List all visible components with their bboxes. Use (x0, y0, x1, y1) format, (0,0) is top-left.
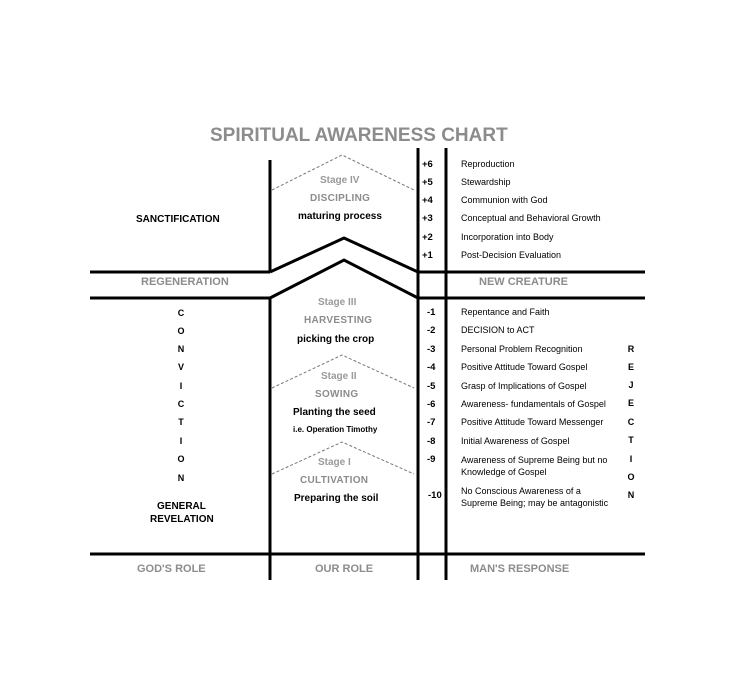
scale-item: Awareness of Supreme Being but no (461, 455, 608, 465)
rejection-letter: R (627, 344, 635, 354)
stage-ii-note: i.e. Operation Timothy (293, 425, 378, 434)
new-creature-label: NEW CREATURE (479, 276, 569, 288)
scale-item: Post-Decision Evaluation (461, 250, 562, 260)
stage-iii-label: Stage III (318, 297, 357, 308)
conviction-letter: I (179, 436, 183, 446)
rejection-letter: E (627, 362, 634, 372)
conviction-letter: T (178, 417, 184, 427)
scale-item: Knowledge of Gospel (461, 467, 547, 477)
stage-i-desc: Preparing the soil (294, 493, 379, 504)
rejection-letter: T (628, 435, 634, 445)
footer-gods-role: GOD'S ROLE (137, 563, 206, 575)
scale-item: Initial Awareness of Gospel (461, 436, 570, 446)
conviction-letter: I (179, 381, 183, 391)
rejection-letter: O (627, 472, 635, 482)
scale-number: -9 (427, 454, 436, 465)
stage-iv-label: Stage IV (320, 175, 360, 186)
footer-mans-response: MAN'S RESPONSE (470, 563, 570, 575)
stage-ii-label: Stage II (321, 371, 357, 382)
conviction-letter: C (177, 308, 185, 318)
scale-number: -1 (427, 307, 436, 318)
scale-number: -7 (427, 417, 436, 428)
scale-number: +1 (422, 250, 433, 261)
conviction-letter: O (177, 326, 185, 336)
scale-number: +2 (422, 232, 433, 243)
stage-i-name: CULTIVATION (300, 475, 369, 486)
stage-iv-name: DISCIPLING (310, 193, 371, 204)
rejection-letter: J (628, 380, 634, 390)
scale-number: +5 (422, 177, 433, 188)
scale-number: -6 (427, 399, 436, 410)
scale-item: Repentance and Faith (461, 307, 550, 317)
scale-number: -2 (427, 325, 436, 336)
scale-item: No Conscious Awareness of a (461, 486, 581, 496)
conviction-letter: V (177, 362, 184, 372)
scale-item: Awareness- fundamentals of Gospel (461, 399, 606, 409)
scale-item: Supreme Being; may be antagonistic (461, 498, 609, 508)
stage-iv-desc: maturing process (298, 211, 382, 222)
stage-iv-roof (271, 154, 415, 191)
footer-our-role: OUR ROLE (315, 563, 374, 575)
scale-item: Positive Attitude Toward Messenger (461, 417, 604, 427)
regeneration-label: REGENERATION (141, 276, 229, 288)
stage-ii-roof (271, 354, 415, 389)
scale-item: Grasp of Implications of Gospel (461, 381, 587, 391)
stage-ii-desc: Planting the seed (293, 407, 376, 418)
scale-number: +4 (422, 195, 433, 206)
scale-number: -10 (428, 490, 442, 501)
scale-number: -8 (427, 436, 436, 447)
scale-item: Personal Problem Recognition (461, 344, 583, 354)
stage-i-label: Stage I (318, 457, 351, 468)
rejection-letter: E (627, 398, 634, 408)
rejection-letter: N (627, 490, 635, 500)
lower-roof (269, 258, 419, 300)
scale-item: Positive Attitude Toward Gospel (461, 362, 588, 372)
chart-title: SPIRITUAL AWARENESS CHART (210, 125, 508, 146)
general-revelation-line1: GENERAL (157, 501, 206, 512)
scale-item: Reproduction (461, 159, 515, 169)
scale-number: -4 (427, 362, 436, 373)
scale-number: +3 (422, 213, 433, 224)
scale-item: Conceptual and Behavioral Growth (461, 213, 601, 223)
scale-item: Incorporation into Body (461, 232, 554, 242)
scale-item: DECISION to ACT (461, 325, 535, 335)
rejection-letter: C (627, 417, 635, 427)
scale-number: +6 (422, 159, 433, 170)
sanctification-label: SANCTIFICATION (136, 214, 220, 225)
conviction-letter: N (177, 473, 185, 483)
scale-item: Communion with God (461, 195, 548, 205)
conviction-letter: N (177, 344, 185, 354)
stage-iii-desc: picking the crop (297, 334, 375, 345)
general-revelation-line2: REVELATION (150, 514, 214, 525)
conviction-letter: C (177, 399, 185, 409)
stage-i-roof (271, 441, 415, 475)
stage-iii-name: HARVESTING (304, 315, 373, 326)
upper-roof (269, 236, 419, 274)
scale-item: Stewardship (461, 177, 511, 187)
conviction-letter: O (177, 454, 185, 464)
scale-number: -5 (427, 381, 436, 392)
scale-number: -3 (427, 344, 436, 355)
rejection-letter: I (629, 454, 633, 464)
stage-ii-name: SOWING (315, 389, 359, 400)
